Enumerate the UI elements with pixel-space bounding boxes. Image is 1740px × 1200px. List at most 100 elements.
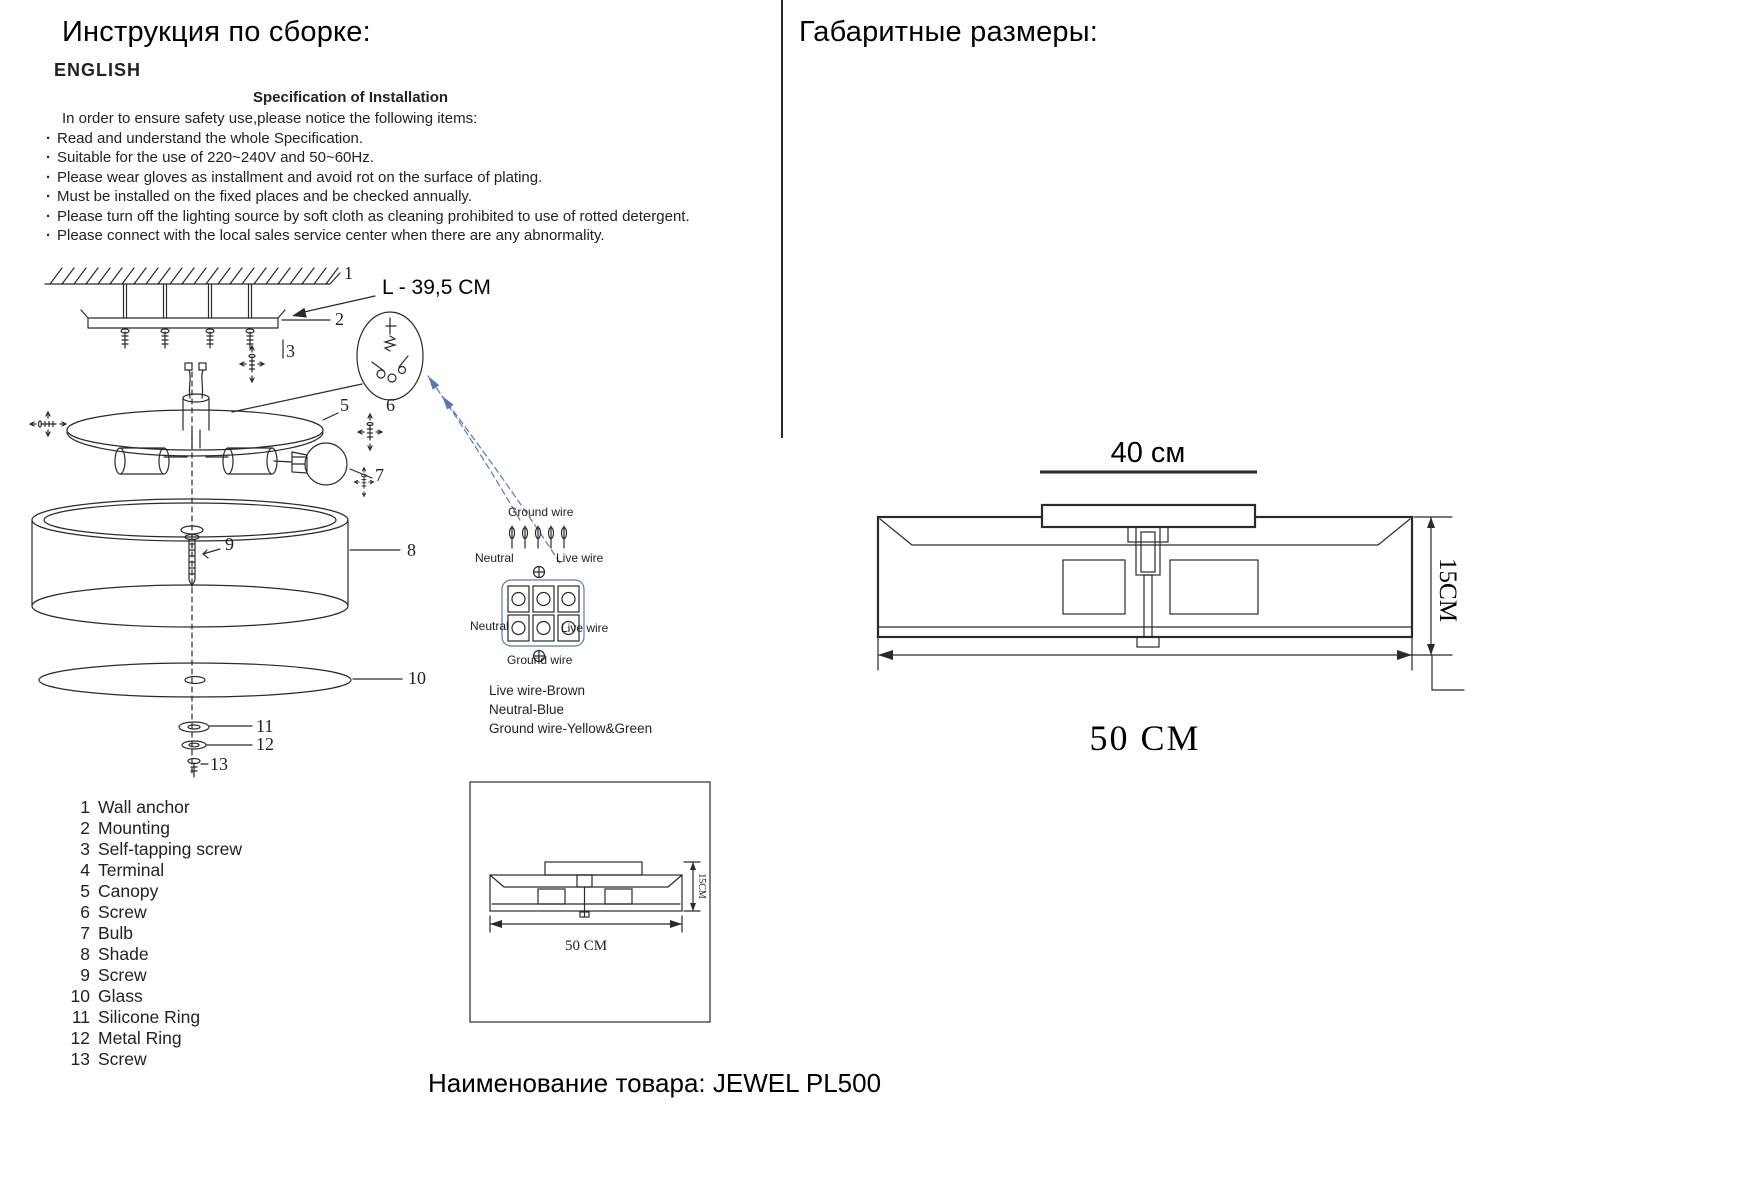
left-section-title: Инструкция по сборке: bbox=[62, 16, 371, 48]
fixture-outline bbox=[876, 503, 1414, 648]
neutral-bottom-label: Neutral bbox=[470, 619, 509, 633]
part-number: 1 bbox=[80, 797, 90, 817]
part-label: Self-tapping screw bbox=[98, 839, 242, 859]
legend-ground: Ground wire-Yellow&Green bbox=[489, 721, 652, 736]
glass bbox=[38, 662, 403, 698]
canopy bbox=[29, 362, 383, 475]
callout-9: 9 bbox=[225, 534, 234, 554]
callout-1: 1 bbox=[344, 263, 353, 283]
part-row-5: 5 Canopy bbox=[64, 881, 242, 902]
spec-title: Specification of Installation bbox=[253, 89, 449, 106]
part-number: 5 bbox=[80, 881, 90, 901]
total-width-dimension: 50 CM bbox=[877, 636, 1453, 758]
part-label: Canopy bbox=[98, 881, 159, 901]
callout-2: 2 bbox=[335, 309, 344, 329]
instructions-intro: In order to ensure safety use,please not… bbox=[62, 110, 478, 127]
instruction-item-4: Must be installed on the fixed places an… bbox=[46, 187, 736, 207]
part-number: 9 bbox=[80, 965, 90, 985]
length-callout: L - 39,5 CM bbox=[292, 276, 491, 318]
shade bbox=[31, 498, 401, 628]
part-label: Screw bbox=[98, 902, 147, 922]
language-label: ENGLISH bbox=[54, 60, 142, 80]
center-screw bbox=[180, 525, 221, 588]
callout-3: 3 bbox=[286, 341, 295, 361]
product-name-label: Наименование товара: bbox=[428, 1068, 706, 1098]
part-number: 3 bbox=[80, 839, 90, 859]
callout-10: 10 bbox=[408, 668, 426, 688]
bulb bbox=[273, 442, 375, 497]
callout-11: 11 bbox=[256, 716, 273, 736]
callout-7: 7 bbox=[375, 465, 384, 485]
mini-width-label: 50 CM bbox=[565, 938, 607, 954]
part-label: Screw bbox=[98, 965, 147, 985]
top-width-dimension: 40 см bbox=[1040, 437, 1257, 474]
part-row-13: 13 Screw bbox=[64, 1049, 242, 1070]
callout-6: 6 bbox=[386, 395, 395, 415]
ceiling bbox=[44, 267, 341, 285]
assembly-diagram: L - 39,5 CM bbox=[29, 263, 711, 1023]
part-row-3: 3 Self-tapping screw bbox=[64, 839, 242, 860]
ground-wire-top-label: Ground wire bbox=[508, 505, 574, 519]
height-dimension: 15CM bbox=[1413, 516, 1465, 691]
part-number: 12 bbox=[70, 1028, 90, 1048]
part-label: Screw bbox=[98, 1049, 147, 1069]
part-label: Terminal bbox=[98, 860, 165, 880]
dimensions-diagram: 40 см 15CM 50 CM bbox=[876, 437, 1465, 758]
top-width-label: 40 см bbox=[1111, 437, 1186, 469]
part-number: 13 bbox=[70, 1049, 90, 1069]
part-label: Silicone Ring bbox=[98, 1007, 201, 1027]
section-divider bbox=[781, 0, 783, 438]
instruction-item-6: Please connect with the local sales serv… bbox=[46, 226, 736, 246]
callout-12: 12 bbox=[256, 734, 274, 754]
total-width-label: 50 CM bbox=[1089, 718, 1200, 758]
instruction-item-2: Suitable for the use of 220~240V and 50~… bbox=[46, 148, 736, 168]
mini-height-label: 15CM bbox=[696, 873, 707, 899]
neutral-top-label: Neutral bbox=[475, 551, 514, 565]
product-name-line: Наименование товара: JEWEL PL500 bbox=[428, 1068, 881, 1099]
live-wire-top-label: Live wire bbox=[556, 551, 604, 565]
rings-and-screw bbox=[178, 721, 253, 778]
instruction-item-5: Please turn off the lighting source by s… bbox=[46, 207, 736, 227]
part-number: 6 bbox=[80, 902, 90, 922]
parts-list: 1 Wall anchor 2 Mounting 3 Self-tapping scr… bbox=[64, 797, 242, 1070]
part-row-8: 8 Shade bbox=[64, 944, 242, 965]
instructions-block: In order to ensure safety use,please not… bbox=[46, 109, 736, 246]
part-number: 8 bbox=[80, 944, 90, 964]
instruction-item-3: Please wear gloves as installment and av… bbox=[46, 168, 736, 188]
live-wire-bottom-label: Live wire bbox=[561, 621, 609, 635]
wall-anchors bbox=[122, 283, 253, 319]
wiring-guide-arrows bbox=[427, 375, 561, 564]
mounting-bar bbox=[80, 309, 331, 383]
part-number: 2 bbox=[80, 818, 90, 838]
part-label: Glass bbox=[98, 986, 143, 1006]
part-label: Wall anchor bbox=[98, 797, 190, 817]
part-label: Bulb bbox=[98, 923, 134, 943]
part-row-2: 2 Mounting bbox=[64, 818, 242, 839]
instruction-item-1: Read and understand the whole Specificat… bbox=[46, 129, 736, 149]
part-row-12: 12 Metal Ring bbox=[64, 1028, 242, 1049]
part-number-callouts: 1 2 3 5 6 7 8 9 10 11 12 13 bbox=[210, 263, 426, 774]
terminal-detail-circle bbox=[231, 311, 424, 413]
callout-13: 13 bbox=[210, 754, 228, 774]
part-row-9: 9 Screw bbox=[64, 965, 242, 986]
part-label: Metal Ring bbox=[98, 1028, 182, 1048]
part-number: 10 bbox=[70, 986, 90, 1006]
length-label: L - 39,5 CM bbox=[382, 276, 491, 299]
product-name-value: JEWEL PL500 bbox=[712, 1068, 882, 1098]
legend-live: Live wire-Brown bbox=[489, 683, 585, 698]
ground-wire-bottom-label: Ground wire bbox=[507, 653, 573, 667]
part-label: Mounting bbox=[98, 818, 170, 838]
wiring-diagram: Ground wire Neutral Live wire Neutral Li… bbox=[470, 505, 609, 667]
legend-neutral: Neutral-Blue bbox=[489, 702, 564, 717]
callout-5: 5 bbox=[340, 395, 349, 415]
height-label: 15CM bbox=[1434, 558, 1461, 622]
part-row-11: 11 Silicone Ring bbox=[64, 1007, 242, 1028]
part-number: 11 bbox=[71, 1007, 90, 1027]
wire-color-legend: Live wire-Brown Neutral-Blue Ground wire… bbox=[489, 683, 652, 736]
part-row-10: 10 Glass bbox=[64, 986, 242, 1007]
mini-dimension-box: 15CM 50 CM bbox=[469, 781, 711, 1023]
part-label: Shade bbox=[98, 944, 149, 964]
part-row-1: 1 Wall anchor bbox=[64, 797, 242, 818]
